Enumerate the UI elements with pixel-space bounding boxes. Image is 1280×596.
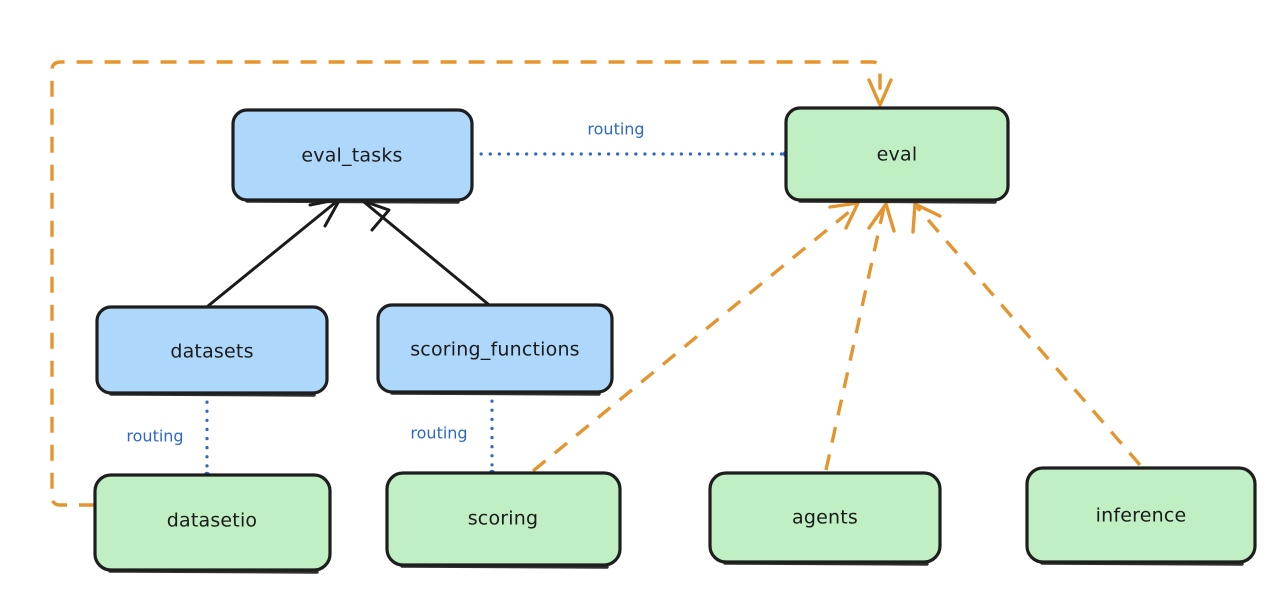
node-eval-tasks-sketch-stroke — [245, 199, 460, 204]
edge-datasets-to-eval-tasks[interactable] — [206, 200, 338, 308]
composition-edges-group — [206, 197, 490, 308]
edge-scoring-to-eval[interactable] — [531, 205, 857, 473]
node-scoring-functions[interactable]: scoring_functions — [376, 303, 614, 396]
node-eval-sketch-stroke — [798, 199, 997, 204]
node-inference[interactable]: inference — [1025, 466, 1257, 566]
arrowhead-inference-to-eval — [911, 202, 942, 234]
nodes-group: eval_tasks eval datasets scoring_functio… — [93, 106, 1257, 574]
node-datasets-label: datasets — [170, 341, 253, 363]
edge-label-routing-scoring: routing — [410, 424, 467, 443]
edge-scoring-functions-to-eval-tasks[interactable] — [362, 200, 490, 306]
node-eval[interactable]: eval — [784, 106, 1010, 204]
node-agents-sketch-stroke — [723, 561, 929, 566]
edge-labels-group: routing routing routing — [126, 120, 644, 446]
node-scoring-functions-label: scoring_functions — [410, 339, 580, 361]
edge-datasetio-to-eval[interactable] — [50, 60, 882, 507]
dependency-edges-group — [50, 60, 1142, 507]
node-eval-tasks-label: eval_tasks — [301, 145, 402, 167]
node-datasetio-label: datasetio — [167, 510, 258, 532]
edge-label-routing-datasetio: routing — [126, 427, 183, 446]
node-inference-sketch-stroke — [1040, 561, 1244, 566]
node-inference-label: inference — [1096, 505, 1187, 527]
node-scoring-sketch-stroke — [400, 564, 609, 569]
arrowhead-datasetio-to-eval — [867, 78, 893, 107]
node-scoring-label: scoring — [468, 508, 539, 530]
node-scoring-functions-sketch-stroke — [390, 391, 601, 396]
node-datasetio[interactable]: datasetio — [93, 473, 332, 574]
node-scoring[interactable]: scoring — [385, 471, 622, 569]
edge-label-routing-eval: routing — [587, 120, 644, 139]
arrowhead-scoring-functions-to-eval-tasks — [358, 198, 391, 232]
node-agents-label: agents — [792, 507, 858, 529]
node-datasets[interactable]: datasets — [95, 305, 329, 397]
arrowhead-agents-to-eval — [867, 202, 896, 233]
node-eval-tasks[interactable]: eval_tasks — [231, 108, 474, 204]
arrowhead-scoring-to-eval — [828, 201, 860, 230]
edge-agents-to-eval[interactable] — [824, 206, 886, 471]
node-datasets-sketch-stroke — [109, 392, 316, 397]
edge-inference-to-eval[interactable] — [915, 205, 1142, 467]
node-agents[interactable]: agents — [708, 471, 942, 566]
node-datasetio-sketch-stroke — [108, 569, 319, 574]
node-eval-label: eval — [877, 144, 918, 166]
